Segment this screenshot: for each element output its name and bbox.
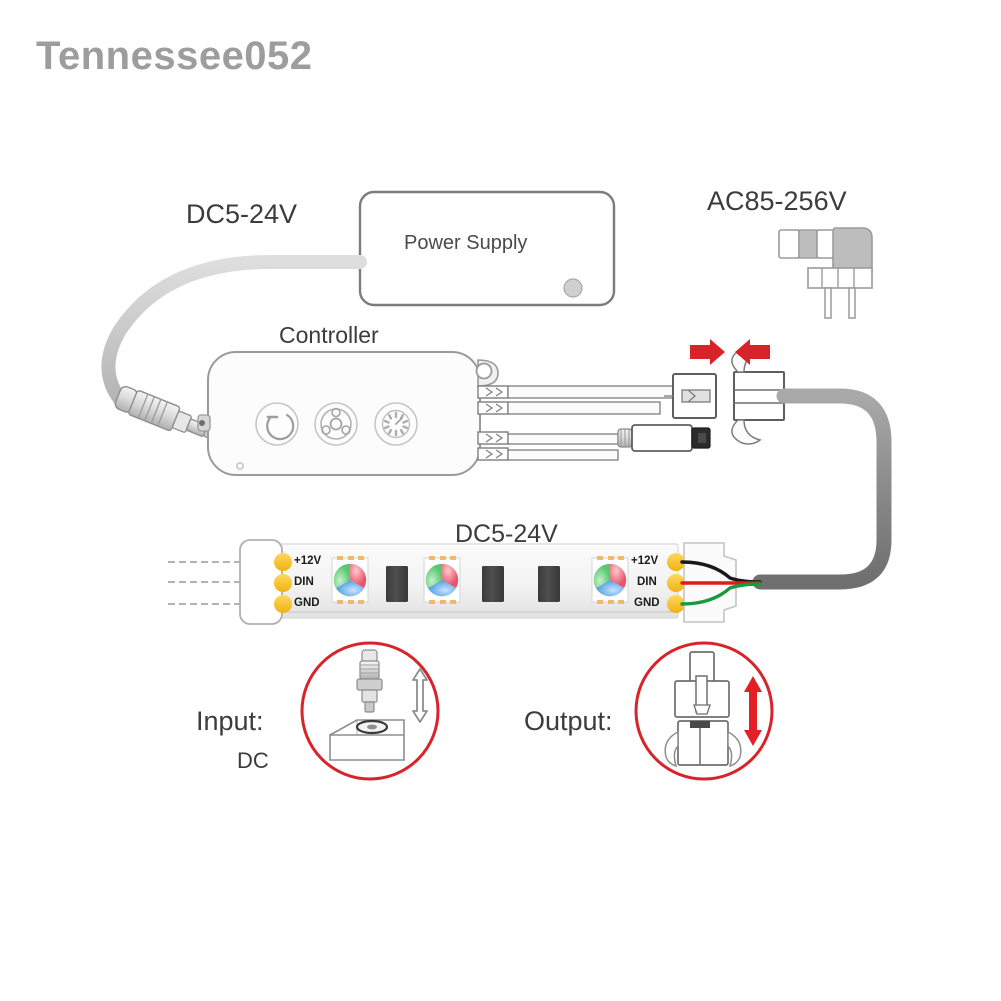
watermark-text: Tennessee052 [36,34,313,78]
label-dc-input: DC5-24V [186,199,298,229]
mode-icon [320,407,352,440]
output-jst-male-icon [664,720,742,768]
controller-button-brightness[interactable] [374,402,418,446]
pad-label-right-12v: +12V [631,555,659,567]
rgb-led [423,556,461,604]
input-callout [300,641,440,781]
strip-resistor [482,566,504,602]
strip-left-pads [274,553,292,613]
input-barrel-plug-icon [356,649,383,713]
pad-label-right-din: DIN [637,576,657,588]
jst-male-connector-icon [664,373,717,419]
controller-status-dot [236,462,244,470]
pad-label-left-gnd: GND [294,597,320,609]
led-strip [168,539,762,625]
strip-right-pads [667,553,685,613]
controller-button-power[interactable] [255,402,299,446]
output-callout [634,641,774,781]
strip-resistor [538,566,560,602]
controller-mount-tab [475,359,499,387]
power-supply-led-indicator [563,278,583,298]
label-output-title: Output: [524,706,613,736]
label-input-title: Input: [196,706,264,736]
label-strip-voltage: DC5-24V [455,520,558,548]
rgb-led [331,556,369,604]
label-input-type: DC [237,748,269,773]
strip-output-wires [680,560,762,606]
label-power-supply: Power Supply [404,232,528,254]
power-icon [266,413,295,441]
pad-label-right-gnd: GND [634,597,660,609]
strip-components [331,556,629,604]
controller-button-mode[interactable] [314,402,358,446]
dc-barrel-female-icon [617,424,711,452]
label-controller: Controller [279,322,379,348]
pad-label-left-12v: +12V [294,555,322,567]
input-insert-arrow-icon [412,668,428,723]
input-socket-cube-icon [329,719,405,761]
power-supply-box [358,190,616,307]
controller-dc-jack [197,414,211,432]
pad-label-left-din: DIN [294,576,314,588]
rgb-led [591,556,629,604]
output-insert-arrow-icon [744,676,762,746]
jst-female-connector-icon [731,347,785,445]
ac-plug-icon [778,227,873,319]
mate-arrow-left-icon [735,339,770,365]
controller-output-cables [477,385,674,461]
output-main-cable [752,388,892,590]
mate-arrow-right-icon [690,339,725,365]
dc-output-cable-group [101,255,367,411]
brightness-icon [381,409,411,439]
strip-continuation-lines [168,561,244,605]
strip-resistor [386,566,408,602]
label-ac-input: AC85-256V [707,186,847,216]
output-jst-female-icon [674,651,730,718]
